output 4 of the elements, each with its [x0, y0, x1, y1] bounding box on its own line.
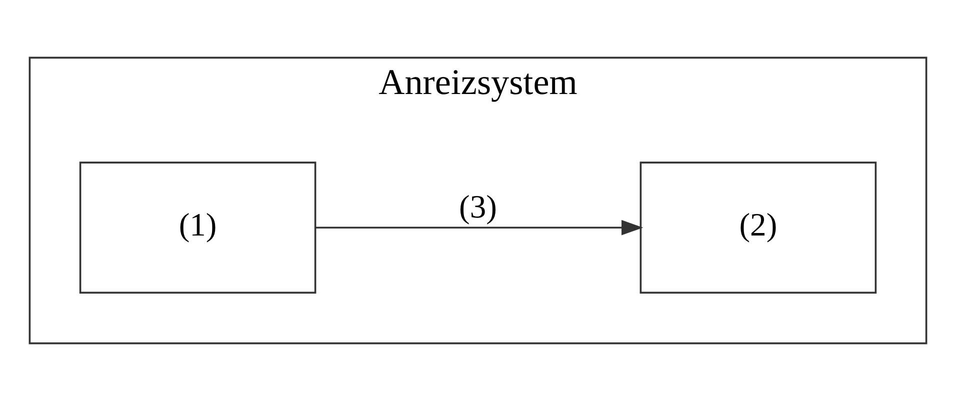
edge-label: (3): [459, 189, 497, 226]
arrow: [316, 220, 644, 236]
node-box: (1): [79, 162, 316, 294]
node-box: (2): [640, 162, 877, 294]
